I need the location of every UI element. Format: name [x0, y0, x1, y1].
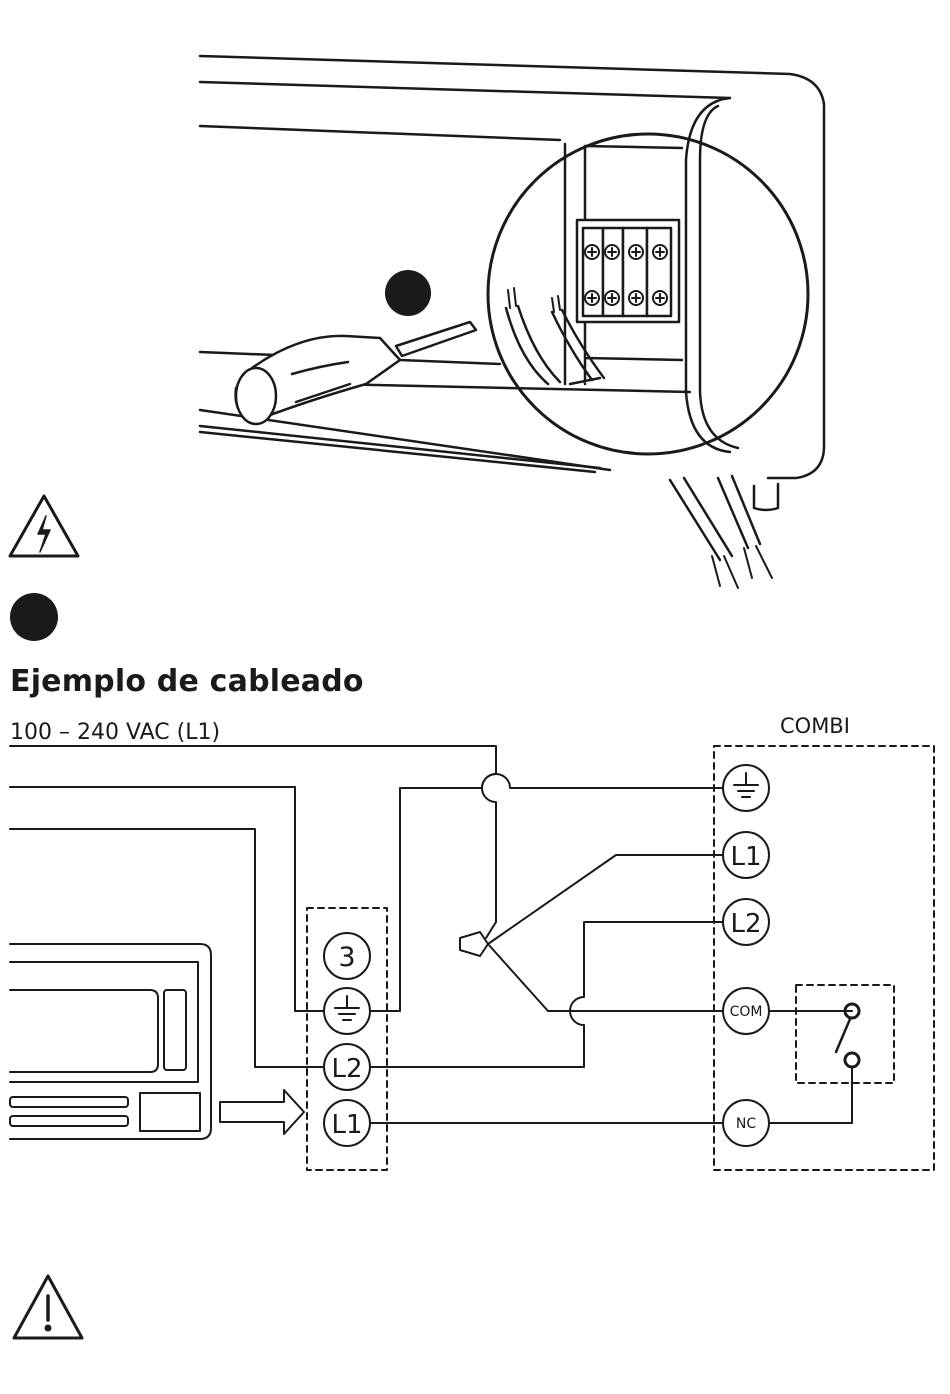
housing-floor-edge-2	[330, 384, 690, 392]
combi-ground-icon	[723, 765, 769, 811]
installation-illustration	[0, 0, 950, 660]
wire-ground-bridge	[370, 774, 722, 1011]
screwdriver	[236, 322, 476, 424]
supply-label: 100 – 240 VAC (L1)	[10, 720, 220, 745]
combi-terminal-nc-label: NC	[736, 1116, 756, 1132]
terminal-block	[577, 220, 679, 322]
terminal-l1-label: L1	[331, 1110, 362, 1140]
relay-switch-arm	[836, 1019, 850, 1052]
combi-title: COMBI	[780, 714, 850, 738]
section-title: Ejemplo de cableado	[10, 664, 364, 699]
cable-ends	[712, 546, 772, 588]
terminal-3-label: 3	[338, 942, 355, 973]
housing-back-edge	[200, 126, 560, 140]
wiring-diagram: 100 – 240 VAC (L1) COMBI 3	[0, 700, 950, 1394]
wire-thermostat-l2	[10, 829, 324, 1067]
housing-bottom-rail-2	[200, 426, 600, 468]
wire-ends	[508, 288, 560, 312]
housing-inner-edge	[200, 82, 730, 98]
relay-switch-box	[796, 985, 894, 1083]
terminal-l2-label: L2	[331, 1054, 362, 1084]
combi-terminal-l2-label: L2	[730, 909, 761, 939]
filled-circle-icon	[10, 593, 58, 641]
arrow-icon	[220, 1090, 304, 1134]
step-marker-icon	[385, 270, 431, 316]
thermostat-device	[10, 944, 211, 1139]
high-voltage-triangle-icon	[10, 496, 78, 556]
wire-thermostat-ground	[10, 787, 336, 1011]
cable-grommet	[754, 484, 778, 510]
wire-supply-l1	[10, 746, 496, 922]
wire-nut-com	[488, 944, 722, 1011]
wire-nut-l1	[488, 855, 722, 944]
combi-terminal-l1-label: L1	[730, 842, 761, 872]
ground-symbol-icon	[324, 988, 370, 1034]
wire-l2-bridge	[370, 922, 722, 1067]
wire-1	[506, 308, 548, 384]
exclamation-triangle-icon	[14, 1276, 82, 1338]
combi-terminal-com-label: COM	[730, 1004, 763, 1020]
relay-contact-bottom	[845, 1053, 859, 1067]
housing-end-inner	[686, 98, 730, 452]
wire-nut	[460, 922, 496, 956]
housing-end-cap	[768, 104, 824, 478]
housing-top-edge	[200, 56, 824, 104]
wire-relay-nc	[770, 1067, 852, 1123]
